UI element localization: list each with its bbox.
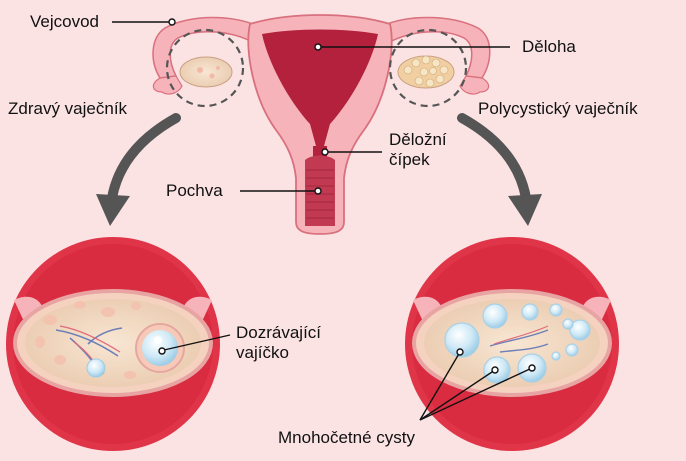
label-multiple-cysts: Mnohočetné cysty [278, 428, 415, 448]
arrow-right [462, 118, 542, 226]
label-maturing-egg-line1: Dozrávající [236, 323, 321, 343]
label-fallopian-tube: Vejcovod [30, 12, 99, 32]
arrow-left [96, 118, 176, 226]
label-healthy-ovary: Zdravý vaječník [8, 99, 127, 119]
label-cervix-line1: Děložní [389, 130, 447, 150]
label-vagina: Pochva [166, 181, 223, 201]
label-cervix-line2: čípek [389, 150, 430, 170]
polycystic-ovary-detail [405, 237, 619, 451]
label-maturing-egg-line2: vajíčko [236, 343, 289, 363]
label-uterus: Děloha [522, 37, 576, 57]
label-polycystic-ovary: Polycystický vaječník [478, 99, 638, 119]
polycystic-ovary-small [390, 30, 466, 106]
healthy-ovary-small [167, 30, 243, 106]
